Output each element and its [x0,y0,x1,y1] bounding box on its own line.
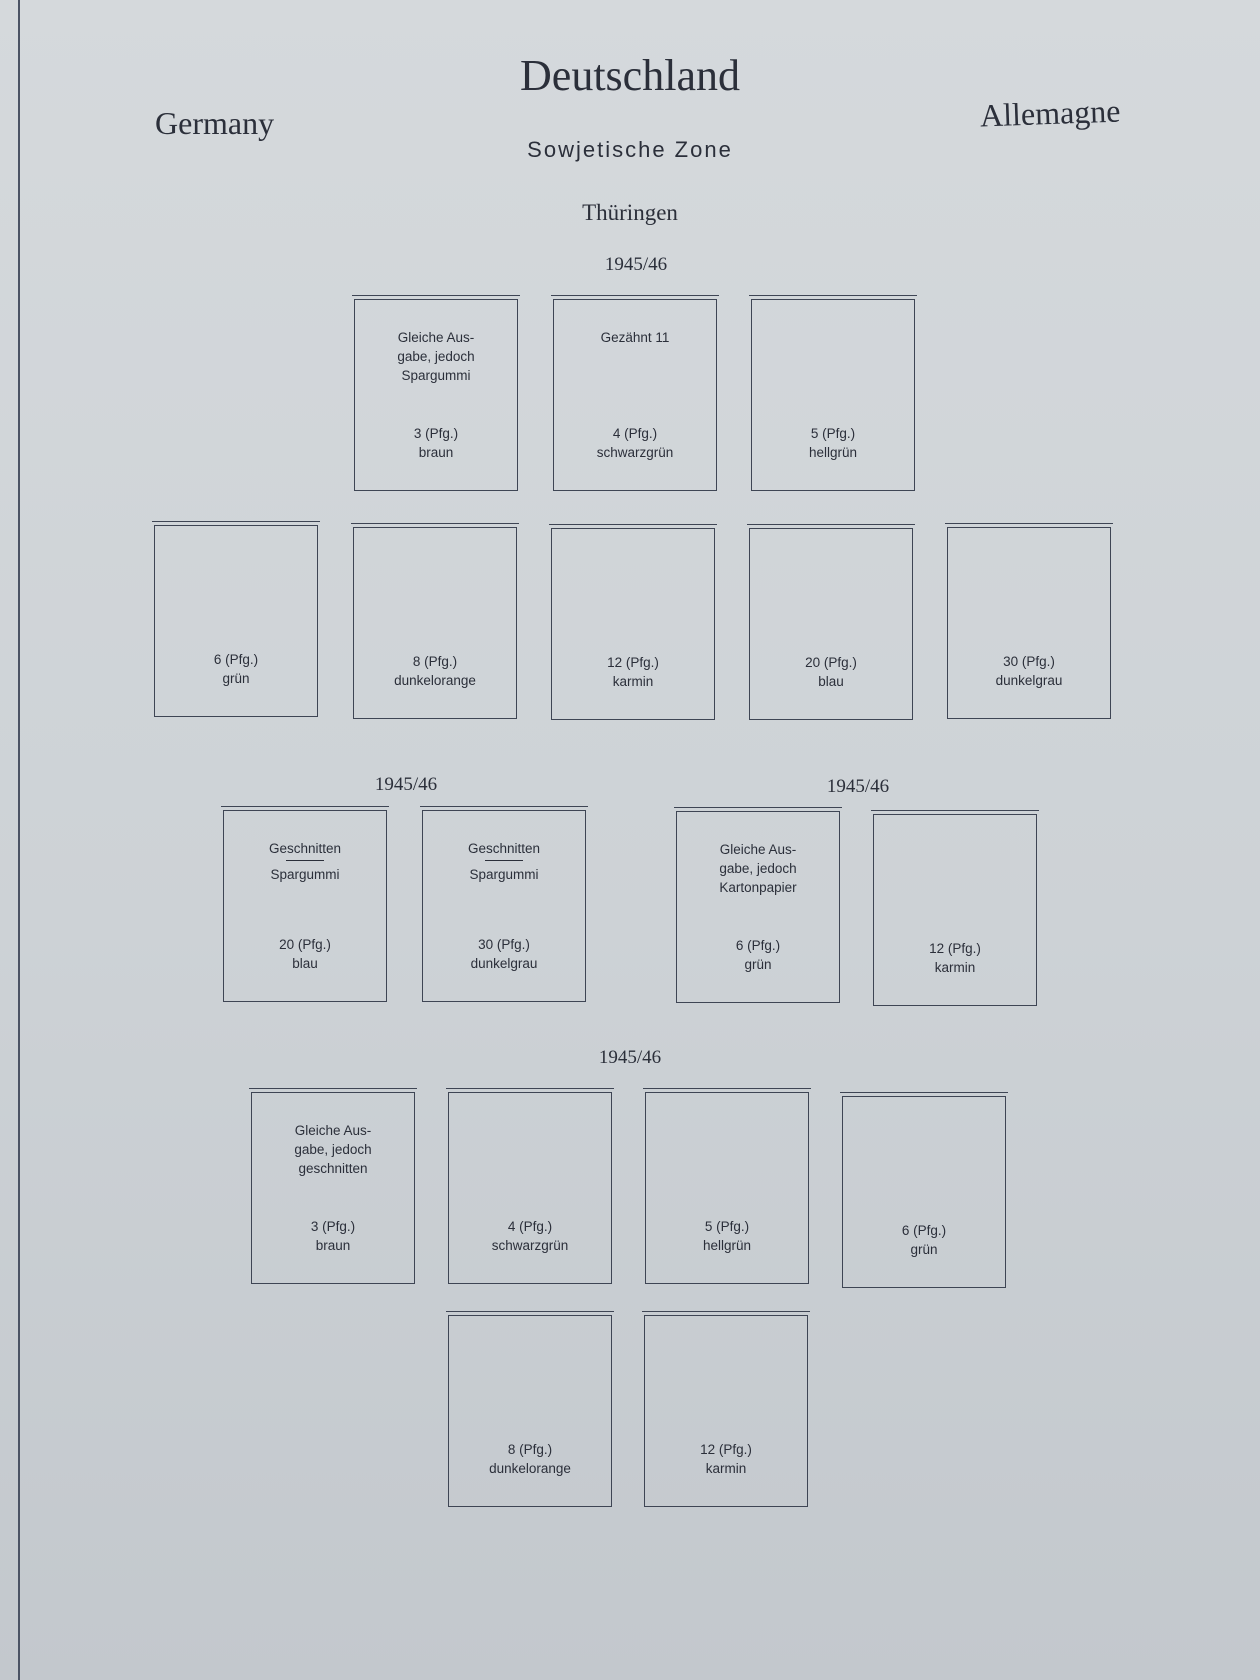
stamp-value: 5 (Pfg.) [704,1219,750,1234]
stamp-color: hellgrün [808,445,858,460]
stamp-value: 3 (Pfg.) [413,426,459,441]
stamp-color: dunkelorange [394,673,476,688]
year-heading-4: 1945/46 [598,1047,662,1068]
stamp-value: 6 (Pfg.) [213,652,259,667]
stamp-space: 8 (Pfg.) dunkelorange [351,523,519,719]
binding-edge [18,0,20,1680]
stamp-value: 20 (Pfg.) [805,655,857,670]
stamp-space: 12 (Pfg.) karmin [871,810,1039,1006]
stamp-color: braun [418,445,454,460]
country-name-english: Germany [155,105,275,141]
stamp-note-2: Spargummi [270,867,340,882]
stamp-color: blau [292,956,318,971]
page-title: Deutschland [520,51,740,100]
stamp-color: schwarzgrün [491,1238,569,1253]
stamp-color: braun [315,1238,351,1253]
year-heading-3: 1945/46 [826,776,890,797]
stamp-value: 8 (Pfg.) [507,1442,553,1457]
stamp-color: grün [222,671,250,686]
stamp-value: 5 (Pfg.) [810,426,856,441]
stamp-value: 30 (Pfg.) [1003,654,1055,669]
stamp-color: karmin [934,960,976,975]
stamp-space: Gezähnt 11 4 (Pfg.) schwarzgrün [551,295,719,491]
stamp-value: 4 (Pfg.) [612,426,658,441]
stamp-space: Gleiche Aus- gabe, jedoch Spargummi 3 (P… [352,295,520,491]
note-divider [286,860,324,861]
stamp-space: 8 (Pfg.) dunkelorange [446,1311,614,1507]
stamp-space: Gleiche Aus- gabe, jedoch geschnitten 3 … [249,1088,417,1284]
stamp-value: 6 (Pfg.) [735,938,781,953]
stamp-space: 5 (Pfg.) hellgrün [643,1088,811,1284]
stamp-color: blau [818,674,844,689]
country-name-french: Allemagne [979,92,1121,134]
stamp-color: dunkelorange [489,1461,571,1476]
stamp-color: dunkelgrau [995,673,1063,688]
zone-subtitle: Sowjetische Zone [527,137,733,162]
stamp-space: 12 (Pfg.) karmin [549,524,717,720]
stamp-value: 6 (Pfg.) [901,1223,947,1238]
note-divider [485,860,523,861]
stamp-value: 12 (Pfg.) [607,655,659,670]
year-heading-1: 1945/46 [604,254,668,275]
stamp-color: dunkelgrau [470,956,538,971]
stamp-value: 4 (Pfg.) [507,1219,553,1234]
stamp-color: karmin [705,1461,747,1476]
stamp-value: 20 (Pfg.) [279,937,331,952]
stamp-space: 5 (Pfg.) hellgrün [749,295,917,491]
stamp-space: 4 (Pfg.) schwarzgrün [446,1088,614,1284]
stamp-color: karmin [612,674,654,689]
stamp-note: Gezähnt 11 [600,330,670,345]
stamp-space: 12 (Pfg.) karmin [642,1311,810,1507]
stamp-color: schwarzgrün [596,445,674,460]
stamp-value: 12 (Pfg.) [929,941,981,956]
stamp-color: grün [744,957,772,972]
year-heading-2: 1945/46 [374,774,438,795]
stamp-space: 6 (Pfg.) grün [840,1092,1008,1288]
stamp-value: 3 (Pfg.) [310,1219,356,1234]
stamp-space: 20 (Pfg.) blau [747,524,915,720]
stamp-color: grün [910,1242,938,1257]
stamp-note: Gleiche Aus- gabe, jedoch Spargummi [397,330,475,383]
stamp-space: 30 (Pfg.) dunkelgrau [945,523,1113,719]
stamp-note-2: Spargummi [469,867,539,882]
stamp-value: 8 (Pfg.) [412,654,458,669]
region-heading: Thüringen [582,200,678,225]
stamp-color: hellgrün [702,1238,752,1253]
stamp-space: 6 (Pfg.) grün [152,521,320,717]
stamp-note: Gleiche Aus- gabe, jedoch Kartonpapier [719,842,797,895]
stamp-note: Gleiche Aus- gabe, jedoch geschnitten [294,1123,372,1176]
stamp-value: 12 (Pfg.) [700,1442,752,1457]
stamp-note: Geschnitten [268,841,342,856]
stamp-value: 30 (Pfg.) [478,937,530,952]
stamp-space: Gleiche Aus- gabe, jedoch Kartonpapier 6… [674,807,842,1003]
stamp-note: Geschnitten [467,841,541,856]
